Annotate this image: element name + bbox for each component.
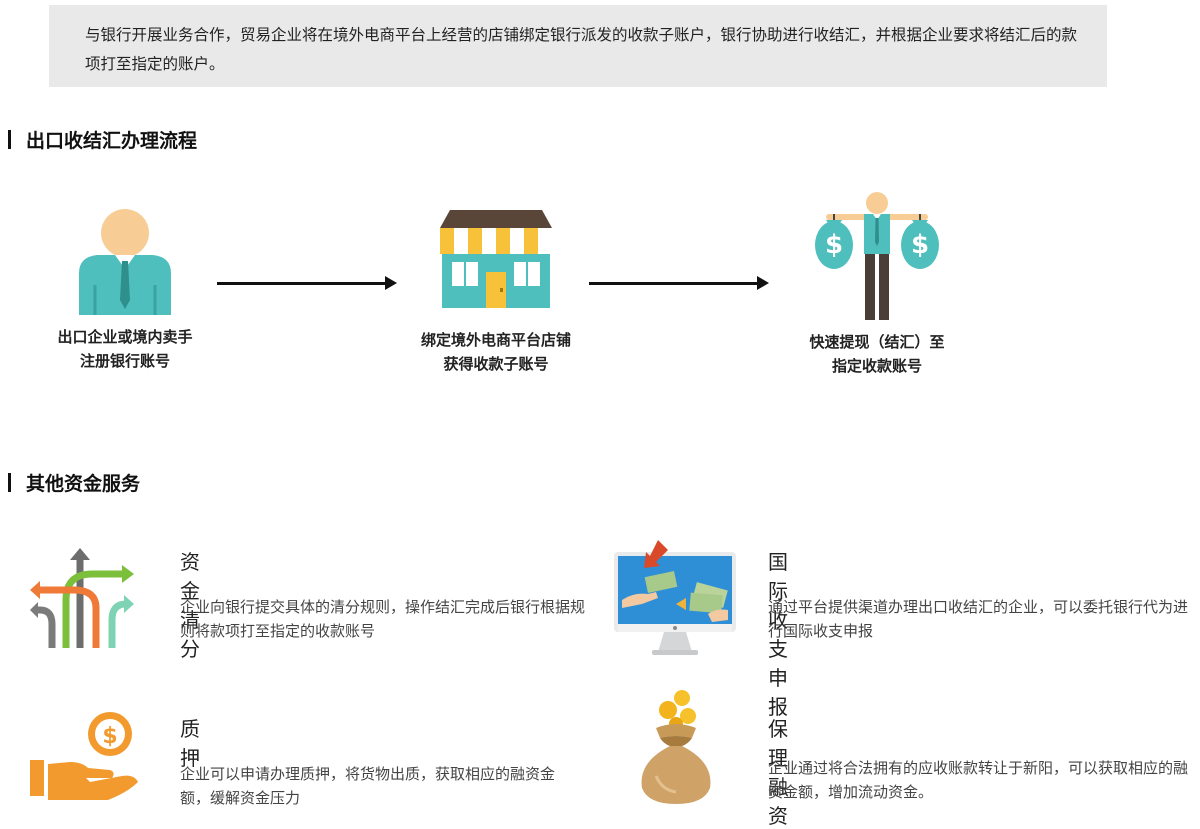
person-money-bags-icon: $ $ — [815, 192, 939, 320]
flow-step-withdraw: $ $ 快速提现（结汇）至 指定收款账号 — [757, 190, 997, 378]
flow-step-register: 出口企业或境内卖手 注册银行账号 — [5, 205, 245, 373]
service-desc: 企业通过将合法拥有的应收账款转让于新阳，可以获取相应的融资金额，增加流动资金。 — [768, 759, 1189, 801]
flow-step-label: 绑定境外电商平台店铺 获得收款子账号 — [420, 331, 571, 373]
service-title: 国际收支申报 — [768, 550, 791, 719]
flow-arrow — [589, 276, 769, 290]
svg-text:$: $ — [911, 230, 929, 260]
money-sack-icon — [641, 690, 711, 804]
section-marker — [8, 130, 11, 149]
section-title-services: 其他资金服务 — [8, 469, 140, 496]
intro-text: 与银行开展业务合作，贸易企业将在境外电商平台上经营的店铺绑定银行派发的收款子账户… — [85, 26, 1078, 73]
hand-coin-icon: $ — [30, 712, 138, 800]
service-title: 质押 — [180, 717, 203, 770]
flow-step-label: 出口企业或境内卖手 注册银行账号 — [57, 328, 193, 370]
person-icon — [79, 209, 171, 315]
svg-text:$: $ — [102, 724, 117, 749]
flow-step-bind-store: 绑定境外电商平台店铺 获得收款子账号 — [376, 210, 616, 376]
section-marker — [8, 473, 11, 492]
service-desc: 企业可以申请办理质押，将货物出质，获取相应的融资金额，缓解资金压力 — [180, 765, 556, 807]
flow-step-label: 快速提现（结汇）至 指定收款账号 — [809, 333, 945, 375]
flow-arrow — [217, 276, 397, 290]
monitor-money-exchange-icon — [614, 540, 736, 655]
service-desc: 企业向银行提交具体的清分规则，操作结汇完成后银行根据规则将款项打至指定的收款账号 — [180, 598, 586, 640]
intro-box: 与银行开展业务合作，贸易企业将在境外电商平台上经营的店铺绑定银行派发的收款子账户… — [49, 5, 1107, 87]
service-desc: 通过平台提供渠道办理出口收结汇的企业，可以委托银行代为进行国际收支申报 — [768, 598, 1189, 640]
split-arrows-icon — [30, 548, 134, 648]
storefront-icon — [440, 210, 552, 308]
svg-text:$: $ — [825, 230, 843, 260]
service-title: 资金清分 — [180, 550, 203, 661]
section-title-flow: 出口收结汇办理流程 — [8, 126, 197, 153]
